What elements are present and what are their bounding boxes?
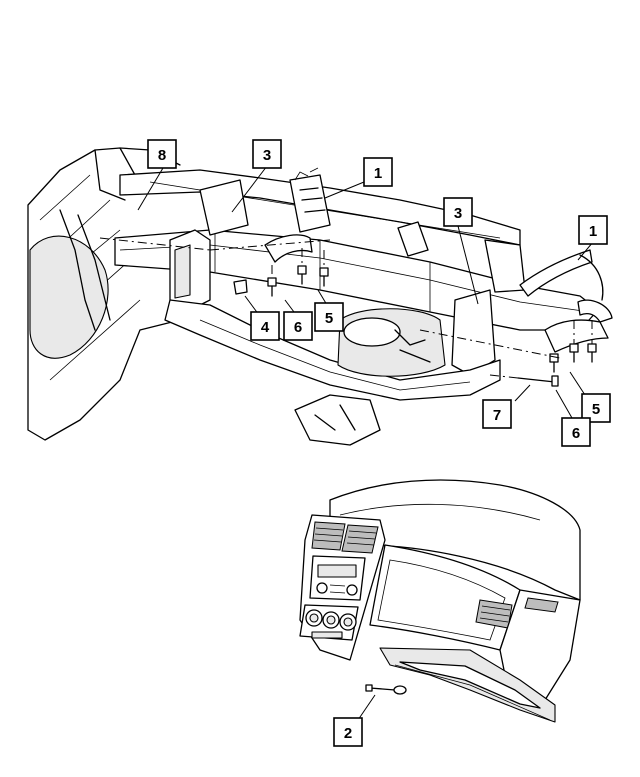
right-end-bracket <box>451 289 496 376</box>
dash-top-surface <box>329 479 581 601</box>
center-upright-bracket <box>199 179 249 236</box>
callout-label: 5 <box>592 401 600 418</box>
callout-2: 2 <box>333 717 363 747</box>
callout-label: 1 <box>589 223 597 240</box>
latch-pin-icon <box>365 684 407 695</box>
radio-unit-icon <box>309 555 366 601</box>
bolt-icon <box>587 343 597 363</box>
callout-5-right: 5 <box>581 393 611 423</box>
console-ring <box>343 317 401 347</box>
body-structure-illustration <box>27 147 613 446</box>
alignment-lines <box>99 237 593 379</box>
callout-label: 5 <box>325 310 333 327</box>
long-bolt-icon <box>517 375 559 387</box>
left-air-duct <box>264 234 313 263</box>
callout-1-left: 1 <box>363 157 393 187</box>
leader-lines <box>137 165 594 419</box>
callout-label: 8 <box>158 147 166 164</box>
right-side-bracket <box>397 221 429 257</box>
fastener-group <box>233 265 597 387</box>
crossbar-pipe <box>519 249 593 297</box>
callout-label: 4 <box>261 319 270 336</box>
bolt-icon <box>297 265 307 285</box>
callout-8: 8 <box>147 139 177 169</box>
callout-3-right: 3 <box>443 197 473 227</box>
callout-label: 3 <box>263 147 271 164</box>
right-duct-elbow <box>577 299 613 323</box>
callout-3-left: 3 <box>252 139 282 169</box>
climate-controls-icon <box>299 604 359 641</box>
callout-label: 1 <box>374 165 382 182</box>
lower-support-struts <box>294 394 381 446</box>
callout-label: 3 <box>454 205 462 222</box>
left-wheel-well <box>29 235 109 359</box>
callout-7: 7 <box>482 399 512 429</box>
instrument-panel-illustration <box>299 479 581 723</box>
callout-label: 6 <box>572 425 580 442</box>
center-bracket <box>289 174 331 233</box>
clip-icon <box>233 279 248 295</box>
callout-6-right: 6 <box>561 417 591 447</box>
callout-5-left: 5 <box>314 302 344 332</box>
bolt-icon <box>569 343 579 363</box>
callout-6-left: 6 <box>283 311 313 341</box>
callout-1-right: 1 <box>578 215 608 245</box>
center-vent-icon <box>311 521 379 554</box>
callout-label: 7 <box>493 407 501 424</box>
callout-label: 2 <box>344 725 352 742</box>
callout-label: 6 <box>294 319 302 336</box>
callout-4: 4 <box>250 311 280 341</box>
bolt-icon <box>267 277 277 297</box>
bolt-icon <box>319 267 329 287</box>
